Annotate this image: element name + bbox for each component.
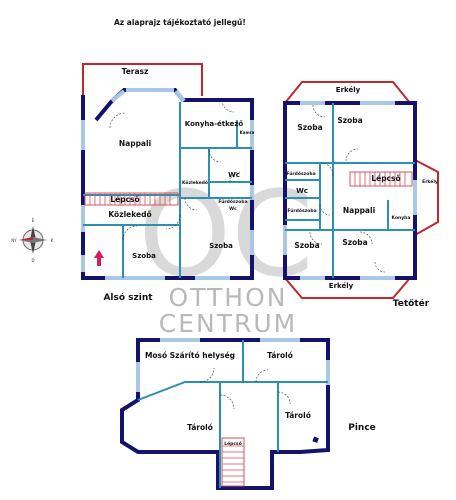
basement-stairs	[221, 437, 245, 487]
lower-room1-label: Szoba	[132, 252, 156, 260]
basement-stairs-label: Lépcső	[224, 440, 242, 447]
basement-doors	[199, 367, 291, 410]
lower-pantry-label: Kamra	[240, 130, 255, 135]
entrance-arrow-icon	[94, 250, 104, 266]
attic-room-a-label: Szoba	[297, 123, 322, 132]
attic-room-b-label: Szoba	[337, 116, 362, 125]
basement-floor-plan: Mosó Szárító helység Tároló Tároló Tárol…	[120, 338, 376, 490]
basement-storage1-label: Tároló	[267, 351, 293, 360]
lower-small-corridor-label: Közlekedő	[182, 180, 208, 186]
attic-floor-title: Tetőtér	[393, 298, 430, 309]
watermark-line1: OTTHON	[169, 283, 288, 312]
lower-wc-label: Wc	[228, 171, 240, 179]
basement-laundry-label: Mosó Szárító helység	[145, 351, 235, 360]
attic-bathroom-b-label: Fürdőszoba	[287, 208, 316, 214]
attic-floor-plan: Erkély Szoba Szoba Fürdőszoba Wc Fürdősz…	[283, 81, 439, 309]
basement-storage3-label: Tároló	[285, 411, 311, 420]
basement-storage2-label: Tároló	[187, 423, 213, 432]
lower-living-label: Nappali	[119, 139, 151, 148]
lower-floor-plan: Terasz Nappali Konyha-étkező Kamra Wc Kö…	[81, 63, 255, 303]
lower-partitions	[83, 102, 252, 278]
lower-corridor-label: Közlekedő	[108, 210, 151, 219]
compass-south: D	[31, 258, 34, 263]
basement-floor-title: Pince	[348, 423, 376, 433]
attic-stairs-label: Lépcső	[371, 174, 400, 183]
basement-drain-icon	[312, 436, 319, 443]
attic-balcony-top	[284, 81, 411, 104]
attic-balcony-bottom-label: Erkély	[329, 282, 354, 290]
watermark-line2: CENTRUM	[159, 309, 297, 338]
attic-stairs	[349, 171, 413, 187]
compass-icon: É K D NY	[11, 218, 53, 263]
attic-living-label: Nappali	[343, 206, 375, 215]
attic-room-c-label: Szoba	[294, 241, 319, 250]
disclaimer-text: Az alaprajz tájékoztató jellegű!	[114, 18, 246, 27]
basement-partitions	[137, 340, 328, 488]
attic-wc-label: Wc	[296, 187, 308, 195]
attic-bathroom-a-label: Fürdőszoba	[286, 171, 315, 177]
attic-balcony-top-label: Erkély	[336, 86, 361, 94]
lower-stairs-label: Lépcső	[110, 195, 139, 204]
attic-balcony-right-label: Erkély	[422, 178, 438, 185]
basement-exterior-wall	[120, 338, 330, 490]
terrace-outline	[82, 63, 203, 96]
attic-windows	[283, 101, 417, 280]
watermark: OC OTTHON CENTRUM	[138, 165, 313, 338]
lower-stairs	[84, 192, 179, 206]
attic-balcony-right	[414, 159, 439, 236]
attic-balcony-bottom	[284, 277, 411, 299]
attic-doors	[309, 104, 386, 273]
lower-doors	[109, 99, 241, 241]
attic-kitchen-label: Konyha	[392, 215, 411, 221]
lower-floor-title: Alsó szint	[103, 292, 153, 303]
compass-north: É	[32, 218, 35, 223]
lower-kitchen-label: Konyha-étkező	[185, 119, 244, 128]
lower-terrace-label: Terasz	[122, 67, 149, 76]
attic-partitions	[285, 103, 415, 278]
compass-east: K	[51, 238, 54, 243]
lower-room2-label: Szoba	[209, 242, 233, 250]
attic-room-d-label: Szoba	[342, 238, 367, 247]
compass-west: NY	[11, 238, 17, 243]
basement-windows	[136, 338, 330, 392]
